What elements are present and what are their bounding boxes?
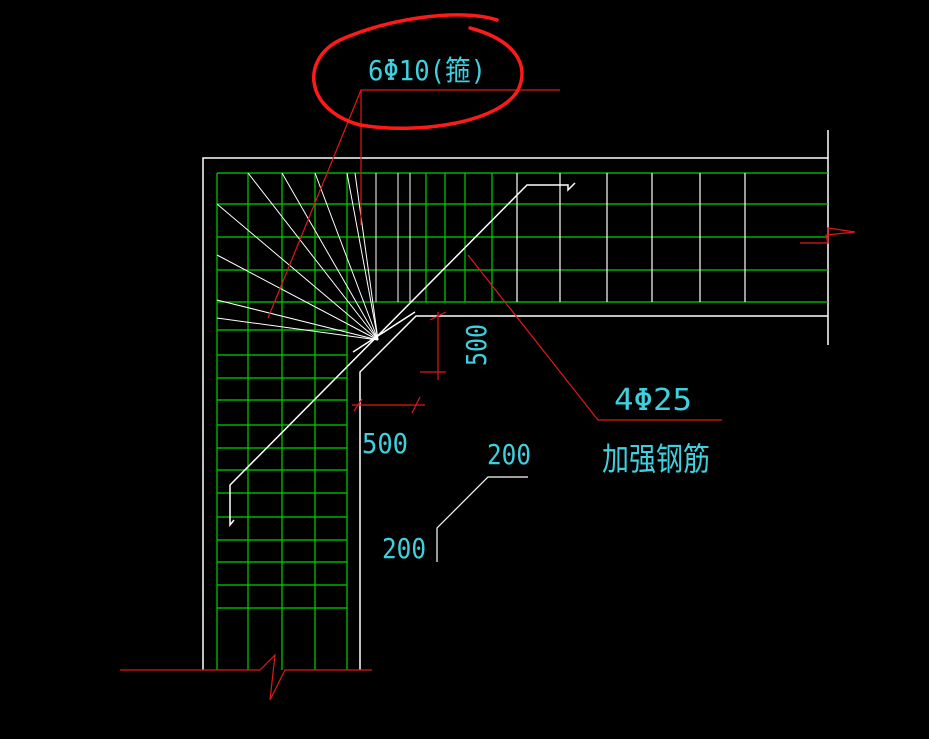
break-symbols — [120, 227, 856, 701]
corner-fan-bar — [314, 172, 379, 341]
dimension-lines — [352, 311, 447, 414]
corner-fan-bar — [346, 172, 379, 341]
bar-note: 加强钢筋 — [602, 440, 710, 478]
detail-sketch — [436, 476, 528, 562]
corner-fan-bars — [216, 172, 411, 341]
dimension-vertical-label: 500 — [460, 324, 493, 366]
leader-lines — [267, 89, 722, 421]
corner-fan-bar — [216, 254, 379, 341]
detail-dimension-top: 200 — [487, 438, 531, 471]
corner-fan-bar — [216, 299, 379, 341]
diagonal-reinforcing-bar — [229, 182, 576, 528]
dimension-horizontal-label: 500 — [362, 427, 408, 460]
rebar-grid — [216, 172, 828, 670]
detail-dimension-left: 200 — [382, 532, 426, 565]
corner-fan-bar — [216, 317, 379, 341]
corner-fan-bar — [281, 172, 379, 341]
bar-label: 4Φ25 — [614, 383, 692, 418]
corner-fan-bar — [216, 203, 379, 341]
markup-circle — [312, 13, 524, 131]
corner-fan-bar — [247, 172, 379, 341]
corner-fan-bar — [354, 172, 379, 341]
stirrup-label: 6Φ10(箍) — [368, 54, 486, 87]
